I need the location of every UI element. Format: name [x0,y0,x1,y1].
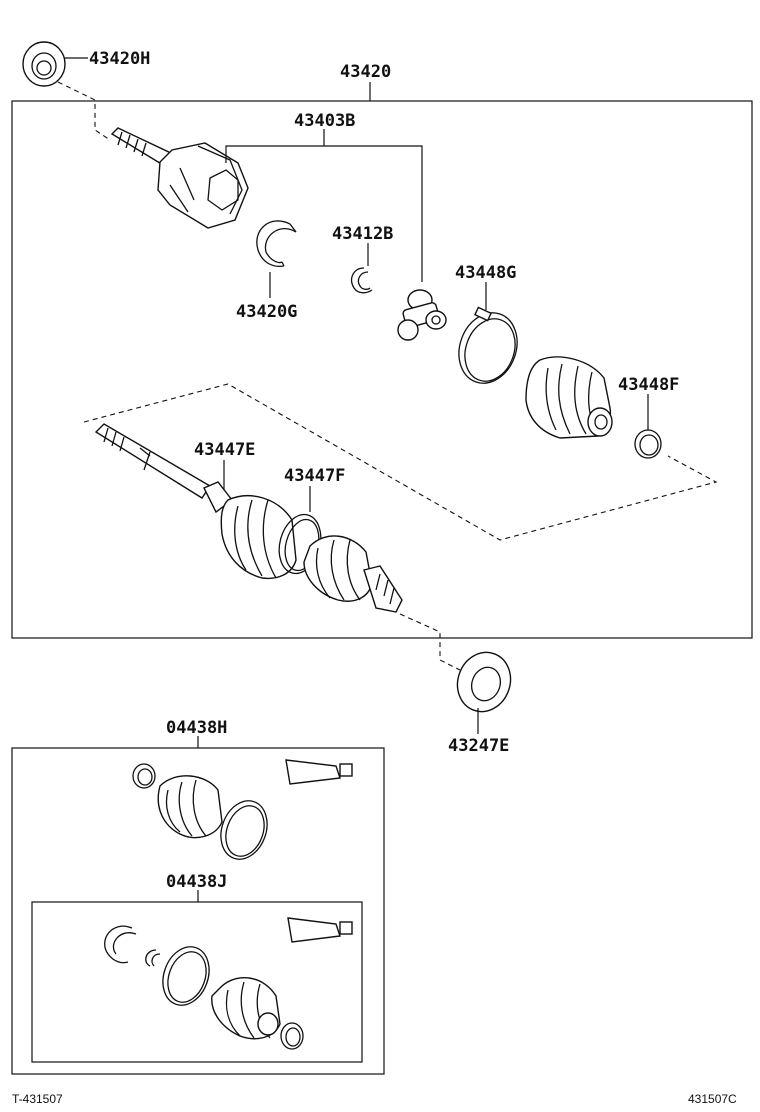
label-43412b[interactable]: 43412B [332,224,393,244]
outboard-joint[interactable] [303,535,403,613]
kit-h-clamp-small[interactable] [132,763,156,789]
seal-43420h[interactable] [22,41,66,87]
label-43247e[interactable]: 43247E [448,736,509,756]
drive-shaft[interactable] [94,423,233,514]
footer-left-code: T-431507 [12,1092,63,1106]
footer-right-code: 431507C [688,1092,737,1106]
kit-j-clamp-small[interactable] [280,1022,304,1050]
seal-43247e[interactable] [449,645,518,719]
label-43403b[interactable]: 43403B [294,111,355,131]
boot-inboard[interactable] [525,356,613,439]
label-43448f[interactable]: 43448F [618,375,679,395]
band-clamp-43448g[interactable] [449,305,526,392]
inboard-joint-housing[interactable] [110,127,249,229]
label-43448g[interactable]: 43448G [455,263,516,283]
leader-43403b [225,145,423,282]
kit-j-boot[interactable] [211,977,281,1040]
dashed-43420h [57,81,111,141]
kit-h-clamp-large[interactable] [213,794,275,865]
kit-j-clamp-large[interactable] [155,940,217,1011]
snap-ring-43412b[interactable] [350,267,373,294]
kit-h-boot[interactable] [157,775,223,839]
label-43420h[interactable]: 43420H [89,49,150,69]
clamp-43448f[interactable] [634,429,662,459]
assembly-43420-frame [11,100,753,639]
kit-j-snap-ring[interactable] [104,925,137,964]
label-43447f[interactable]: 43447F [284,466,345,486]
kit-j-grease-tube[interactable] [287,917,353,943]
label-04438j[interactable]: 04438J [166,872,227,892]
dashed-43247e [399,613,461,671]
boot-outboard-large[interactable] [220,495,297,580]
dashed-assembly-outline [83,383,718,541]
tripod-joint[interactable] [397,289,447,341]
kit-04438j-frame [31,901,363,1063]
kit-h-grease-tube[interactable] [285,759,353,785]
snap-ring-43420g[interactable] [256,220,297,268]
label-43447e[interactable]: 43447E [194,440,255,460]
label-04438h[interactable]: 04438H [166,718,227,738]
kit-j-small-ring[interactable] [145,949,161,967]
label-43420[interactable]: 43420 [340,62,391,82]
label-43420g[interactable]: 43420G [236,302,297,322]
